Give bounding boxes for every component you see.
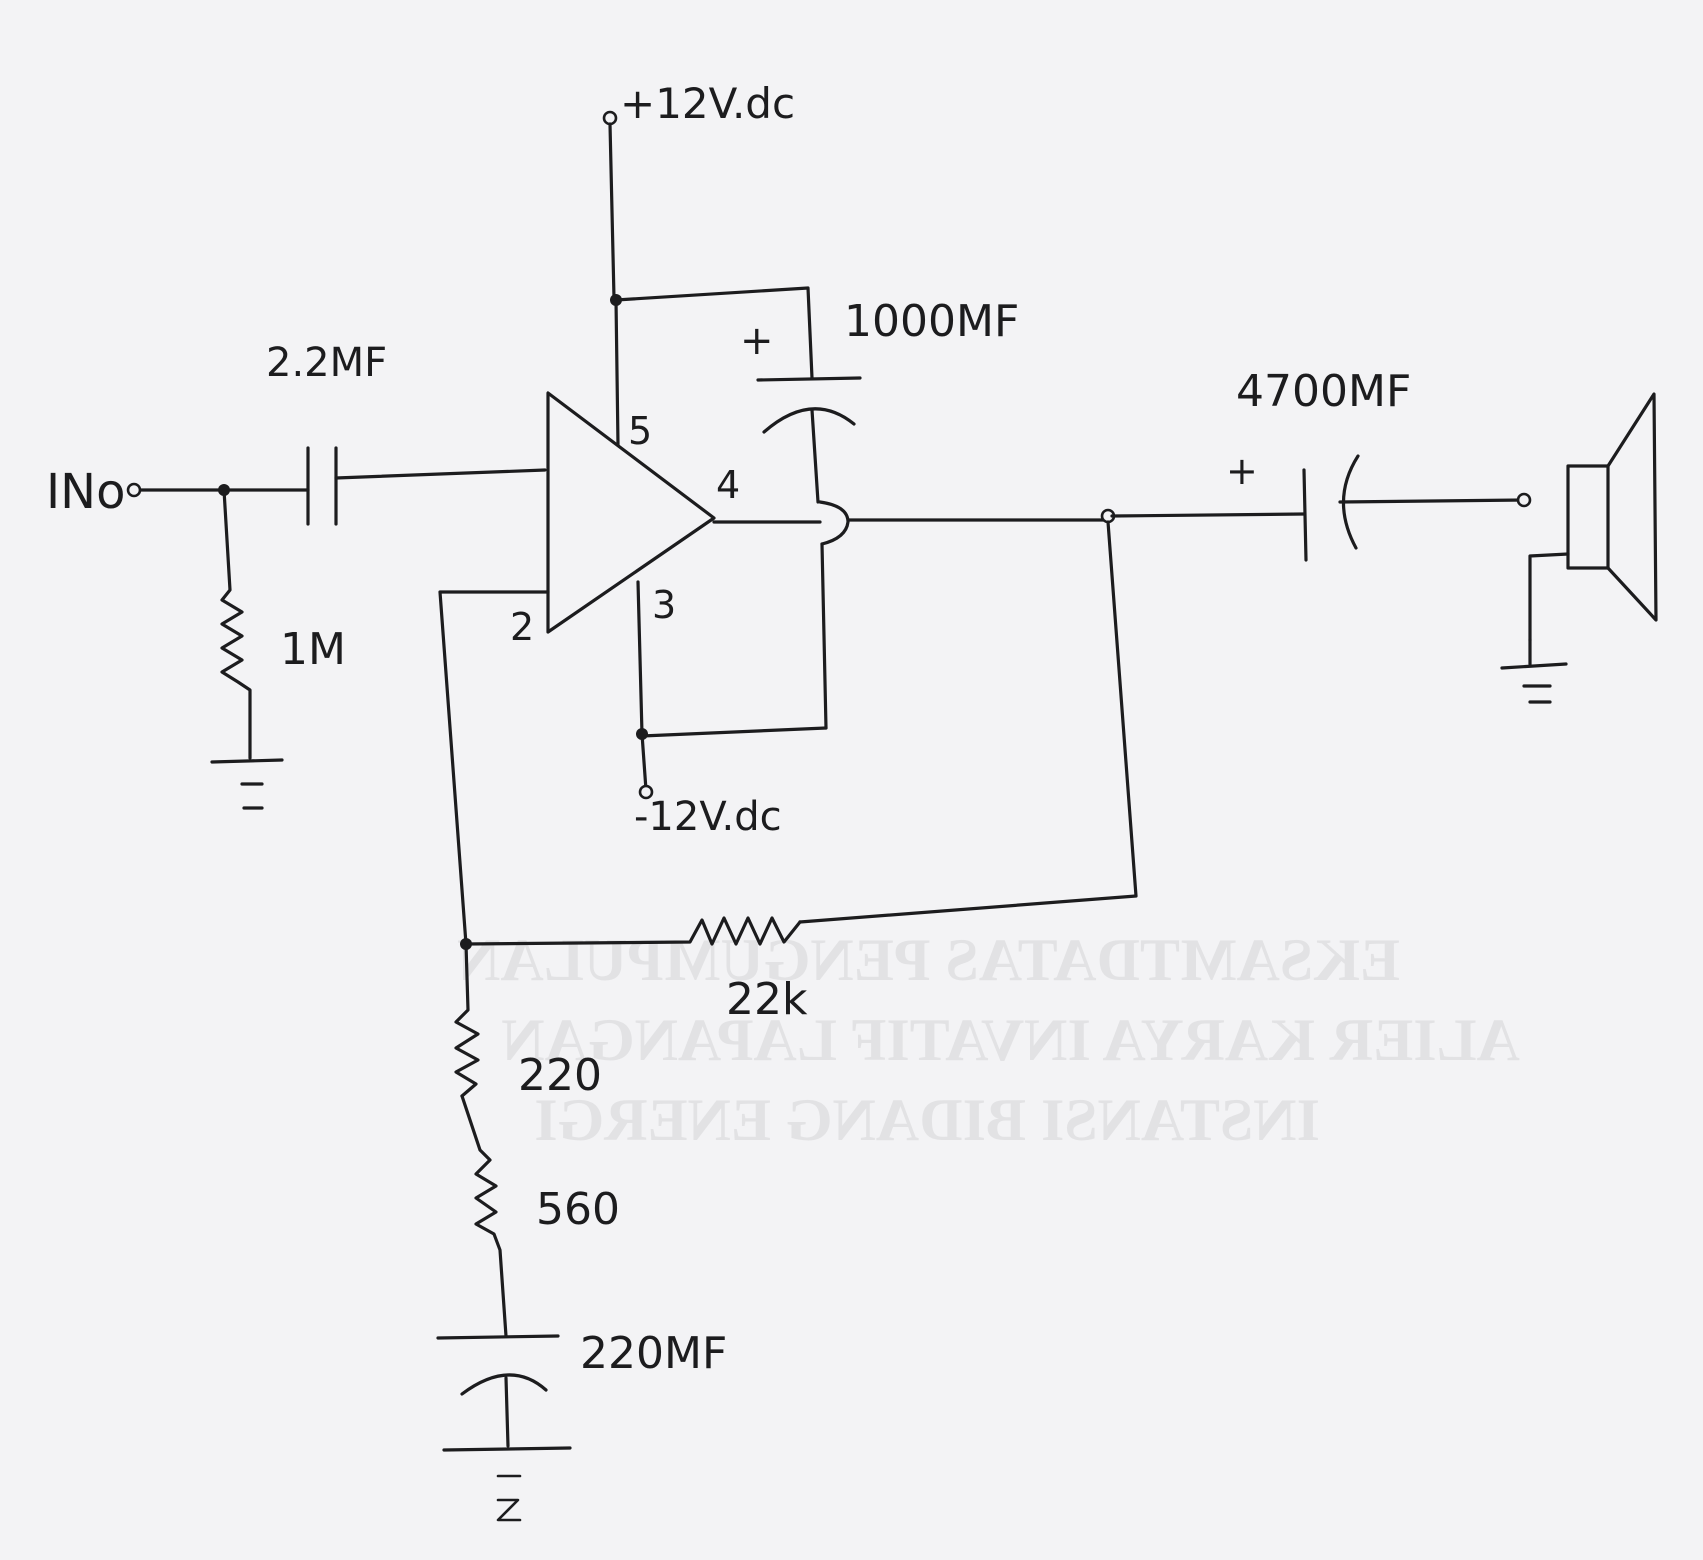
- speaker-terminal[interactable]: [1516, 492, 1532, 508]
- amplifier-triangle-icon: [546, 391, 716, 634]
- positive-supply-label: +12V.dc: [620, 79, 795, 128]
- input-section: [126, 446, 547, 810]
- resistor-560-label: 560: [536, 1184, 620, 1235]
- supply-capacitor-plate: [756, 376, 862, 382]
- resistor-220-label: 220: [518, 1050, 602, 1101]
- input-resistor-label: 1M: [280, 624, 346, 675]
- input-resistor: [220, 488, 252, 760]
- feedback-network: [436, 916, 802, 1522]
- supply-capacitor-label: 1000MF: [844, 296, 1019, 347]
- pin-4-label: 4: [716, 463, 740, 507]
- input-capacitor-label: 2.2MF: [266, 340, 387, 386]
- pin-5-label: 5: [628, 409, 652, 453]
- resistor-220: [454, 942, 480, 1098]
- svg-text:ALIER KARYA INVATIF LAPANGAN: ALIER KARYA INVATIF LAPANGAN: [501, 1007, 1520, 1073]
- positive-supply-terminal[interactable]: [602, 110, 618, 126]
- input-terminal[interactable]: [126, 482, 142, 498]
- capacitor-220-plate: [436, 1334, 560, 1340]
- svg-text:INSTANSI BIDANG ENERGI: INSTANSI BIDANG ENERGI: [534, 1087, 1320, 1153]
- supply-capacitor-curved-plate: [762, 407, 856, 434]
- supply-section: [602, 110, 862, 504]
- output-section: [798, 392, 1658, 924]
- speaker-ground-icon: [1500, 662, 1568, 670]
- resistor-560: [460, 1094, 508, 1338]
- feedback-resistor-label: 22k: [726, 974, 808, 1025]
- feedback-resistor: [464, 916, 802, 946]
- amplifier-section: [438, 391, 1116, 946]
- negative-supply-label: -12V.dc: [634, 794, 782, 840]
- output-capacitor-label: 4700MF: [1236, 366, 1411, 417]
- supply-capacitor-plus-sign: +: [740, 318, 774, 364]
- speaker-icon: [1528, 392, 1658, 642]
- svg-text:EKSAMTDATAS PENGUMPULAN: EKSAMTDATAS PENGUMPULAN: [457, 927, 1400, 993]
- ground-icon: [210, 758, 284, 764]
- capacitor-220-curved-plate: [460, 1373, 548, 1396]
- supply-capacitor-lead: [614, 286, 814, 380]
- pin-3-label: 3: [652, 583, 676, 627]
- negative-supply-terminal[interactable]: [638, 784, 654, 800]
- bottom-ground-icon: [442, 1446, 572, 1452]
- pin-2-label: 2: [510, 605, 534, 649]
- output-capacitor-plate: [1302, 468, 1308, 562]
- bleed-through-text: EKSAMTDATAS PENGUMPULAN ALIER KARYA INVA…: [457, 927, 1520, 1153]
- output-capacitor-plus-sign: +: [1226, 449, 1258, 493]
- input-label: INo: [46, 464, 125, 520]
- capacitor-220-label: 220MF: [580, 1328, 727, 1379]
